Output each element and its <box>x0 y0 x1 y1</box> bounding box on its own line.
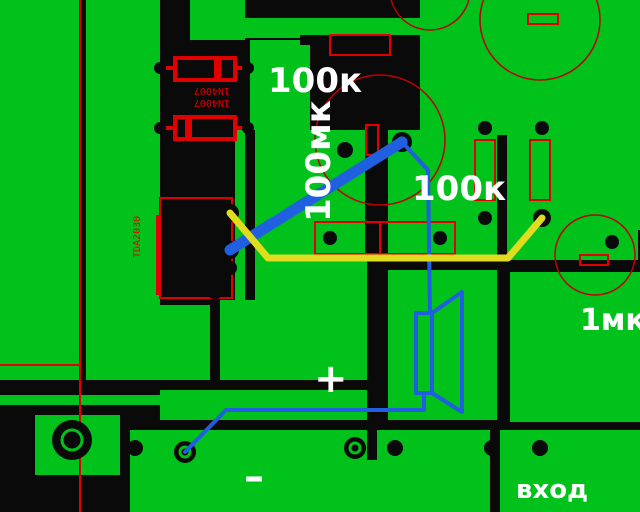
resistor-right-b <box>529 139 551 201</box>
pad-bot-4 <box>387 440 403 456</box>
copper-left-strip <box>86 0 160 380</box>
copper-bottom-right <box>500 430 640 512</box>
blue-wire-thick <box>224 136 408 256</box>
copper-left-column <box>0 0 80 385</box>
silk-diode-bottom-label: 1N4007 <box>194 97 230 108</box>
pad-bot-3 <box>344 437 366 459</box>
solder-pads <box>52 38 619 463</box>
pad-top-1 <box>311 38 325 52</box>
pad-mount-left <box>52 420 92 460</box>
pad-bot-5 <box>484 440 500 456</box>
cap-outline-top-left <box>390 0 470 31</box>
pad-r-right-a-top <box>478 121 492 135</box>
label-input: вход <box>516 475 588 505</box>
blue-wire-top <box>400 140 432 315</box>
pad-film-r <box>433 231 447 245</box>
copper-left-lower <box>0 395 210 405</box>
label-capacitor-small: 1мк <box>580 303 640 338</box>
pad-chip-1 <box>174 221 192 239</box>
pad-film-l <box>323 231 337 245</box>
yellow-jumper-wire <box>226 209 546 262</box>
resistor-right-a <box>474 139 496 201</box>
diode-top-band <box>214 56 221 82</box>
pad-chip-6 <box>223 261 237 275</box>
pad-diode-r1 <box>242 62 254 74</box>
silk-chip-label: TDA2030 <box>132 216 143 258</box>
resistor-top-outline <box>329 34 391 56</box>
label-resistor-right: 100к <box>412 169 506 209</box>
pad-top-2 <box>403 38 417 52</box>
pad-bot-1 <box>127 440 143 456</box>
pad-cap-small <box>605 235 619 249</box>
gap-chip-left <box>160 150 220 380</box>
speaker-cone <box>430 290 464 414</box>
pad-cap-big-2 <box>337 142 353 158</box>
label-capacitor-big: 100мк <box>299 100 339 222</box>
cap-outline-top <box>479 0 601 81</box>
silk-diode-top-label: 1N4007 <box>194 85 230 96</box>
cap-top-body <box>527 13 559 25</box>
pad-r-right-b-top <box>535 121 549 135</box>
copper-mid-lower <box>160 300 360 420</box>
cap-outline-big <box>314 74 446 206</box>
copper-right-lower-a <box>388 260 498 420</box>
copper-right-lower-b <box>510 272 640 422</box>
blue-wires <box>183 136 432 454</box>
cap-outline-small <box>554 214 636 296</box>
pad-r-right-a-bot <box>478 211 492 225</box>
label-plus: + <box>314 356 348 402</box>
pad-bot-6 <box>532 440 548 456</box>
diode-bottom-band <box>185 115 192 141</box>
capacitor-outlines <box>314 0 636 296</box>
pad-bot-3-ring <box>348 441 362 455</box>
label-resistor-top: 100к <box>268 61 362 101</box>
copper-top-mid <box>250 40 310 135</box>
silk-components <box>156 13 609 299</box>
film-cap-outline <box>314 221 456 255</box>
label-minus: – <box>244 454 264 500</box>
pad-bot-2-ring <box>178 445 192 459</box>
pad-diode-l2 <box>154 122 166 134</box>
blue-wire-bottom <box>183 391 426 454</box>
pad-chip-5 <box>206 281 224 299</box>
pad-diode-r2 <box>242 122 254 134</box>
cap-small-body <box>579 254 609 266</box>
pad-diode-l1 <box>154 62 166 74</box>
pad-mount-left-ring <box>60 428 84 452</box>
pad-chip-3 <box>174 261 192 279</box>
